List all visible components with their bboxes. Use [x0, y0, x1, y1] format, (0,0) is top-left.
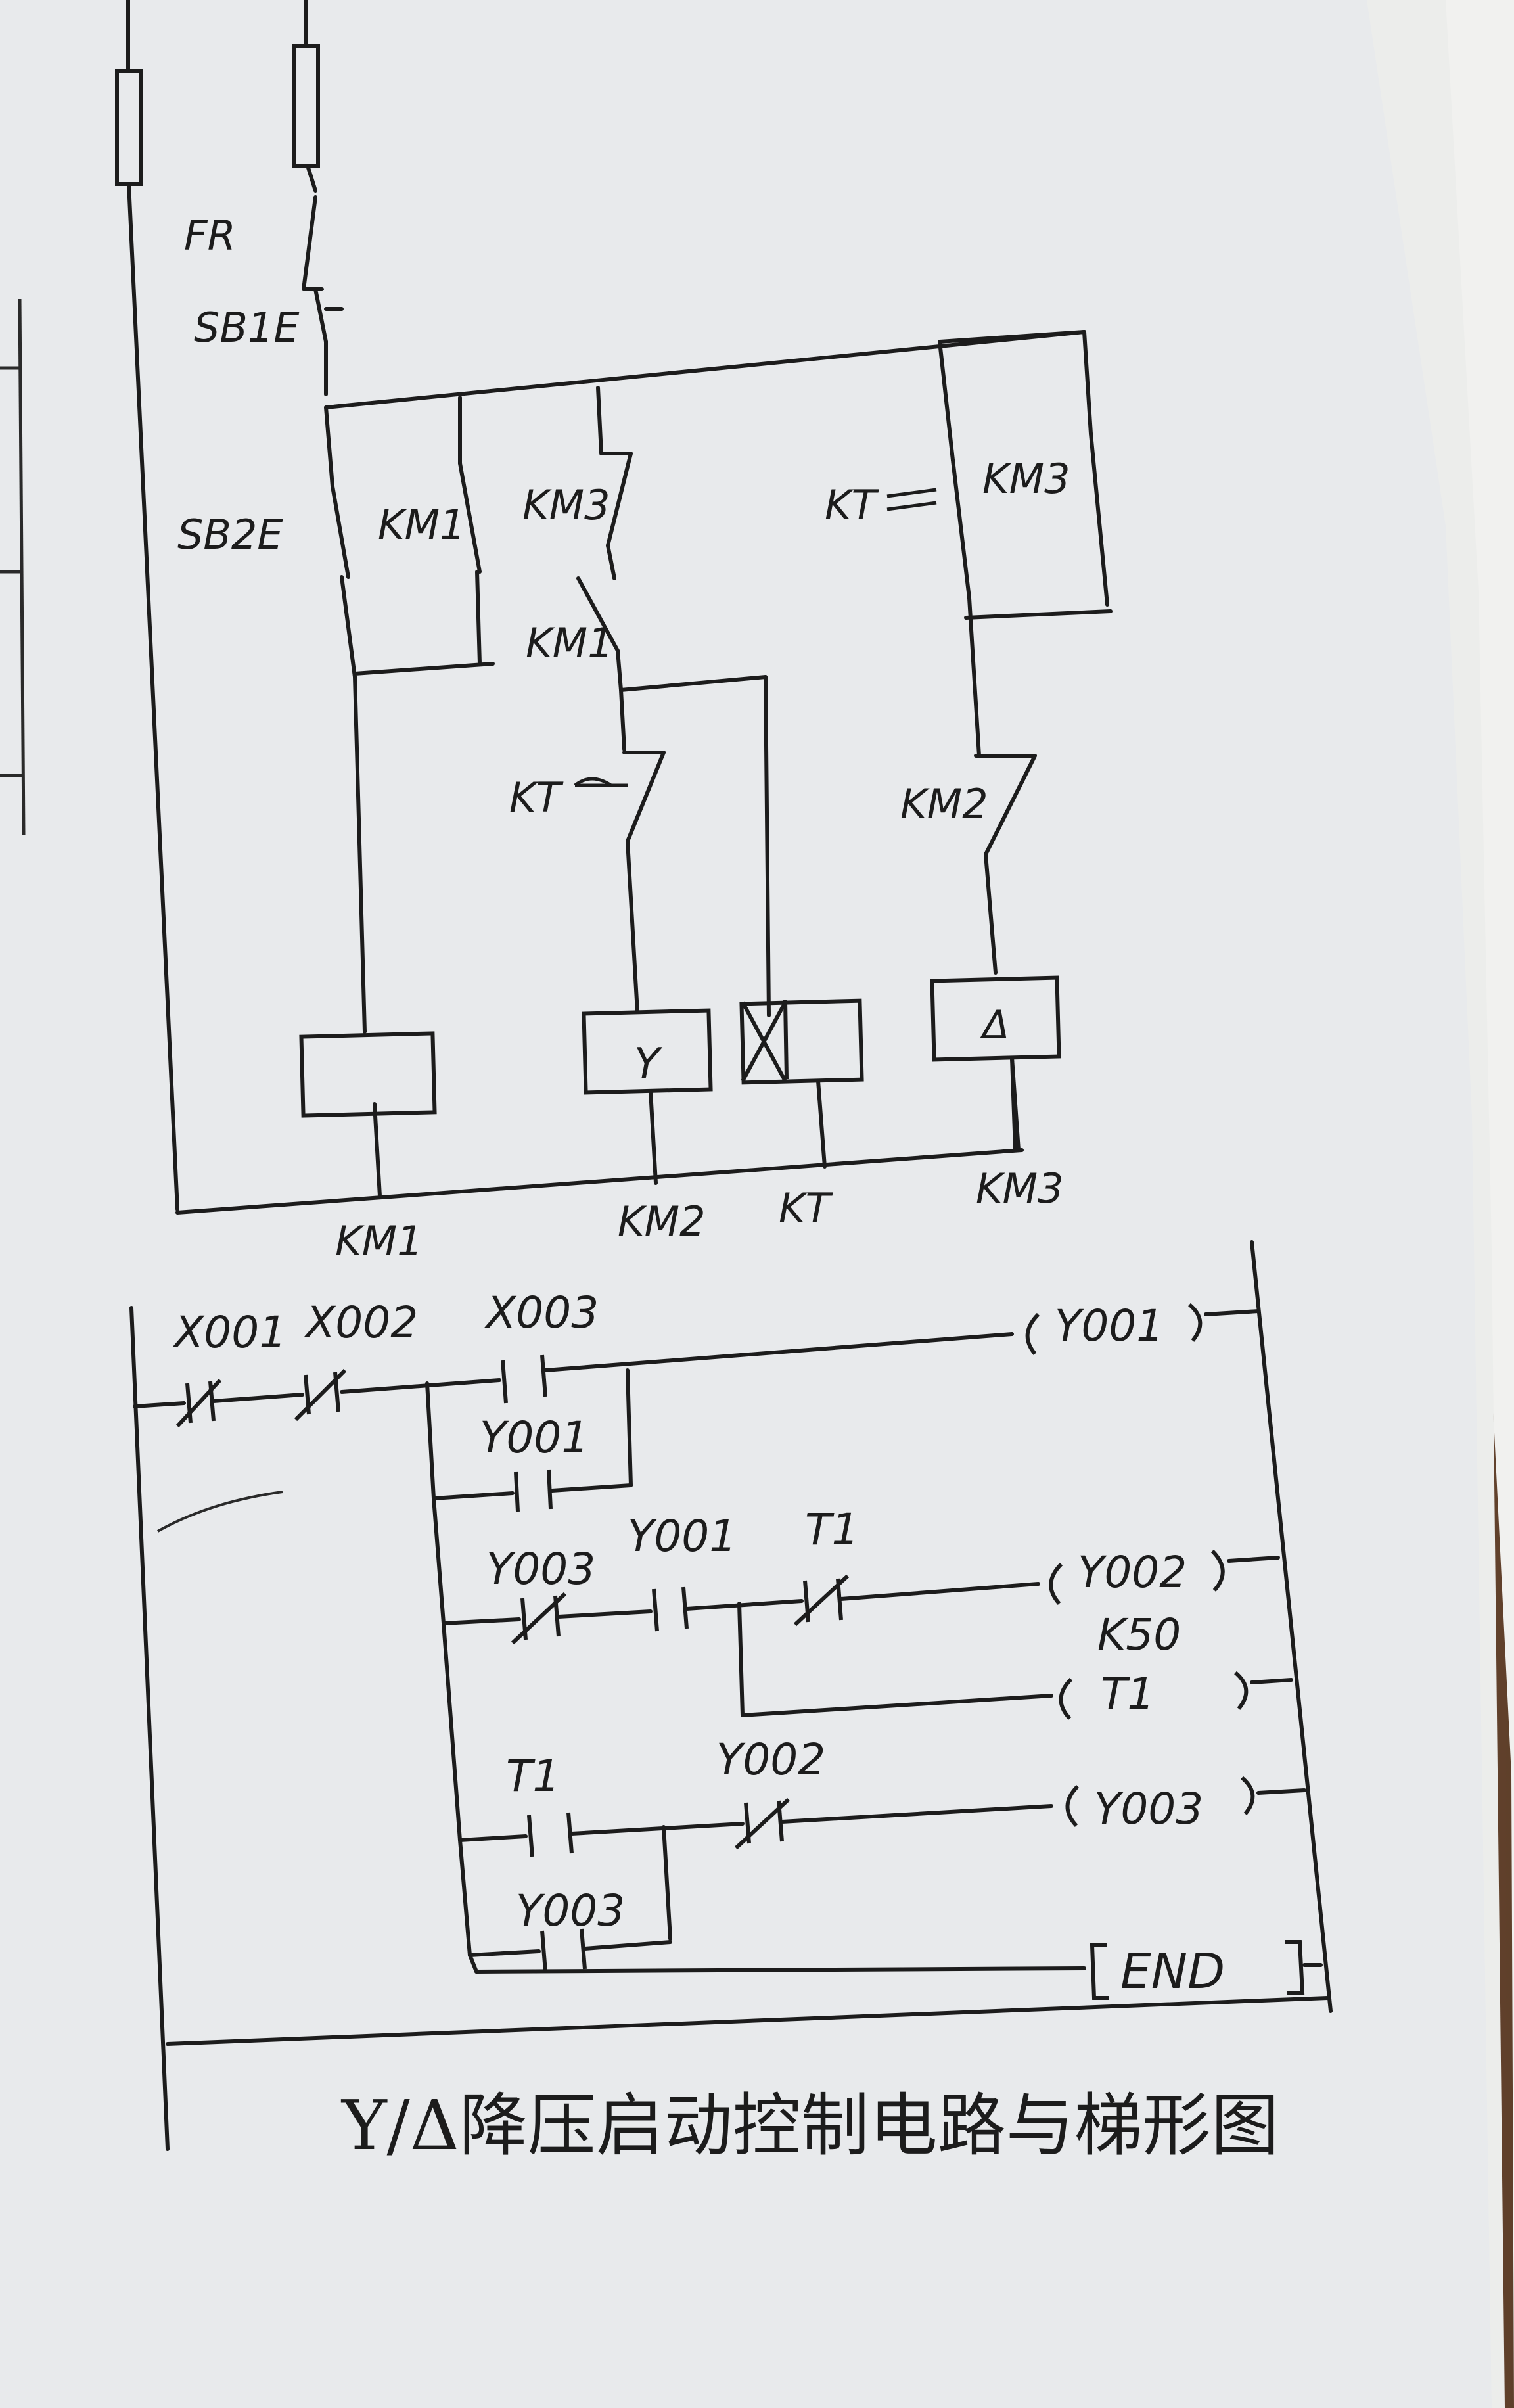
ladder-label-t1-nc: T1 — [805, 1504, 859, 1555]
contact-t1-nc — [793, 1574, 850, 1627]
coil-km2-symbol: Y — [634, 1040, 663, 1088]
relay-labels: FR SB1E SB2E KM1 KM3 KM1 KT KT KM3 KM2 Y… — [177, 212, 1070, 1265]
label-km3-nc: KM3 — [522, 481, 610, 529]
diagram-caption: Y/Δ降压启动控制电路与梯形图 — [340, 2085, 1279, 2165]
ladder-wires — [129, 1240, 1333, 2151]
ladder-label-x002: X002 — [304, 1297, 418, 1348]
ladder-label-y001-parallel: Y001 — [480, 1412, 589, 1463]
coil-y002-right — [1210, 1549, 1225, 1592]
coil-y001-right — [1188, 1303, 1203, 1342]
contact-y003-nc — [511, 1592, 567, 1645]
ladder-label-y001: Y001 — [628, 1511, 737, 1562]
contact-y003-parallel-no — [540, 1928, 587, 1972]
label-kt-no: KT — [825, 481, 879, 529]
label-km1-nc: KM1 — [526, 619, 614, 667]
ladder-end-instruction: END — [1120, 1943, 1225, 2000]
ladder-output-y003: Y003 — [1094, 1784, 1203, 1834]
label-fr: FR — [184, 212, 236, 260]
ladder-label-y003-parallel: Y003 — [516, 1886, 625, 1936]
coil-km1 — [299, 1031, 437, 1118]
coil-km3-label: KM3 — [976, 1165, 1064, 1213]
coil-kt-cross-b — [741, 1001, 787, 1082]
coil-km2-label: KM2 — [618, 1197, 706, 1245]
end-bracket-right — [1285, 1940, 1305, 1995]
ladder-label-x001: X001 — [172, 1307, 287, 1358]
ladder-label-t1-no: T1 — [506, 1751, 560, 1801]
timer-delay-marks — [574, 488, 937, 787]
label-km2-nc: KM2 — [900, 780, 988, 828]
label-sb2: SB2E — [177, 511, 283, 559]
end-bracket-left — [1090, 1943, 1109, 2000]
coil-t1-left — [1059, 1677, 1073, 1721]
contact-x002-nc — [294, 1368, 347, 1422]
stray-pencil-mark — [157, 1491, 283, 1533]
label-kt-nc: KT — [509, 774, 564, 822]
coil-y001-left — [1025, 1312, 1040, 1355]
ladder-bottom-line — [166, 1996, 1329, 2046]
coil-y003-right — [1241, 1776, 1255, 1815]
ladder-left-rail — [129, 1306, 170, 2151]
coil-y002-left — [1049, 1562, 1063, 1606]
ladder-output-y001: Y001 — [1055, 1301, 1164, 1351]
coil-y003-left — [1065, 1784, 1080, 1828]
contact-y002-nc — [734, 1797, 791, 1850]
ladder-coils — [1025, 1303, 1305, 2000]
coil-km3-symbol: Δ — [980, 1002, 1009, 1048]
ladder-label-y003: Y003 — [486, 1544, 595, 1594]
coil-t1-right — [1234, 1671, 1249, 1710]
kt-nc-delay-arc — [574, 777, 612, 787]
previous-diagram-fragments — [0, 298, 26, 835]
ladder-label-x003: X003 — [484, 1287, 599, 1338]
label-km1-aux: KM1 — [378, 501, 466, 549]
relay-circuit-wires — [115, 0, 1113, 1215]
ladder-output-t1: T1 — [1101, 1669, 1155, 1719]
coil-kt-label: KT — [779, 1184, 833, 1232]
contact-x003-no — [501, 1354, 547, 1404]
ladder-timer-setting: K50 — [1097, 1609, 1181, 1660]
contact-t1-no — [527, 1812, 574, 1857]
ladder-right-rail — [1250, 1240, 1333, 2013]
coil-km3 — [930, 975, 1061, 1062]
coil-kt — [739, 998, 864, 1085]
ladder-output-y002: Y002 — [1078, 1547, 1187, 1598]
coil-km2 — [582, 1008, 713, 1095]
coil-km1-label: KM1 — [335, 1217, 423, 1265]
ladder-contacts — [175, 1354, 850, 1972]
relay-coils — [299, 975, 1061, 1118]
contact-y001-parallel-no — [514, 1469, 553, 1512]
contact-x001-nc — [175, 1378, 222, 1428]
label-km3-aux: KM3 — [982, 455, 1070, 503]
contact-y001-no — [652, 1586, 689, 1632]
ladder-label-y002: Y002 — [716, 1734, 825, 1785]
label-sb1: SB1E — [194, 304, 300, 352]
ladder-labels: X001 X002 X003 Y001 Y001 Y003 Y001 T1 Y0… — [172, 1287, 1225, 2000]
